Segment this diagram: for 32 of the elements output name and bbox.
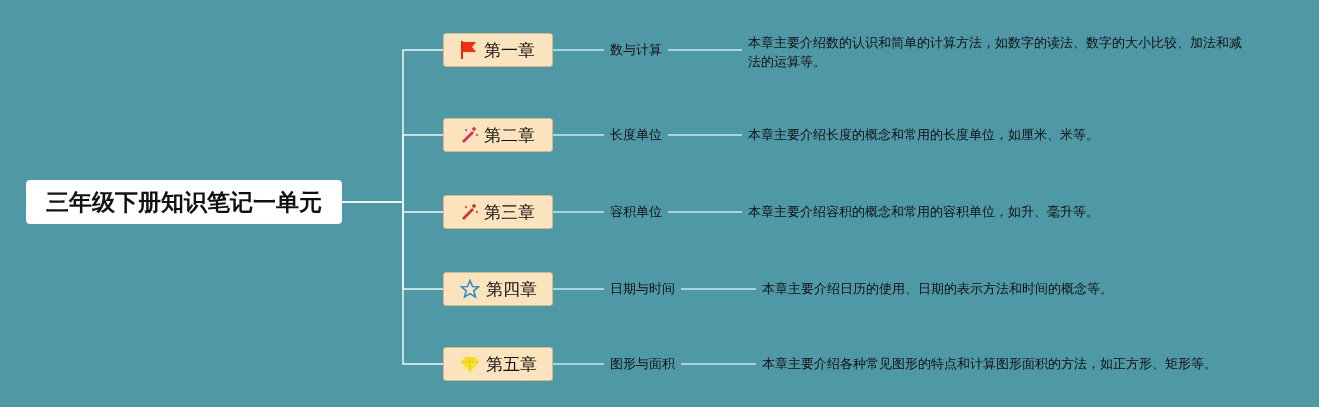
description-text: 本章主要介绍容积的概念和常用的容积单位，如升、毫升等。 xyxy=(748,202,1248,221)
connector-line xyxy=(667,134,743,136)
connector-line xyxy=(680,363,757,365)
connector-line xyxy=(552,134,605,136)
chapter-title: 第二章 xyxy=(484,123,535,147)
chapter-box xyxy=(443,33,553,67)
chapter-box xyxy=(443,195,553,229)
root-topic-box: 三年级下册知识笔记一单元 xyxy=(26,180,342,224)
topic-text: 长度单位 xyxy=(610,126,684,144)
connector-line xyxy=(667,211,743,213)
description-text: 本章主要介绍数的认识和简单的计算方法，如数字的读法、数字的大小比较、加法和减法的运算等。 xyxy=(748,33,1248,71)
chapter-box xyxy=(443,347,553,381)
description-text: 本章主要介绍日历的使用、日期的表示方法和时间的概念等。 xyxy=(762,279,1282,298)
connector-line xyxy=(552,211,605,213)
description-text: 本章主要介绍各种常见图形的特点和计算图形面积的方法，如正方形、矩形等。 xyxy=(762,354,1282,373)
connector-line xyxy=(680,288,757,290)
topic-text: 图形与面积 xyxy=(610,355,698,373)
chapter-title: 第三章 xyxy=(484,200,535,224)
chapter-title: 第一章 xyxy=(484,38,535,62)
connector-line xyxy=(552,363,605,365)
chapter-title: 第四章 xyxy=(486,277,537,301)
topic-text: 数与计算 xyxy=(610,41,684,59)
topic-text: 日期与时间 xyxy=(610,280,698,298)
chapter-box xyxy=(443,272,553,306)
description-text: 本章主要介绍长度的概念和常用的长度单位，如厘米、米等。 xyxy=(748,125,1248,144)
chapter-title: 第五章 xyxy=(486,352,537,376)
topic-text: 容积单位 xyxy=(610,203,684,221)
connector-line xyxy=(341,201,444,365)
connector-line xyxy=(552,288,605,290)
connector-line xyxy=(552,49,605,51)
connector-line xyxy=(667,49,743,51)
chapter-box xyxy=(443,118,553,152)
